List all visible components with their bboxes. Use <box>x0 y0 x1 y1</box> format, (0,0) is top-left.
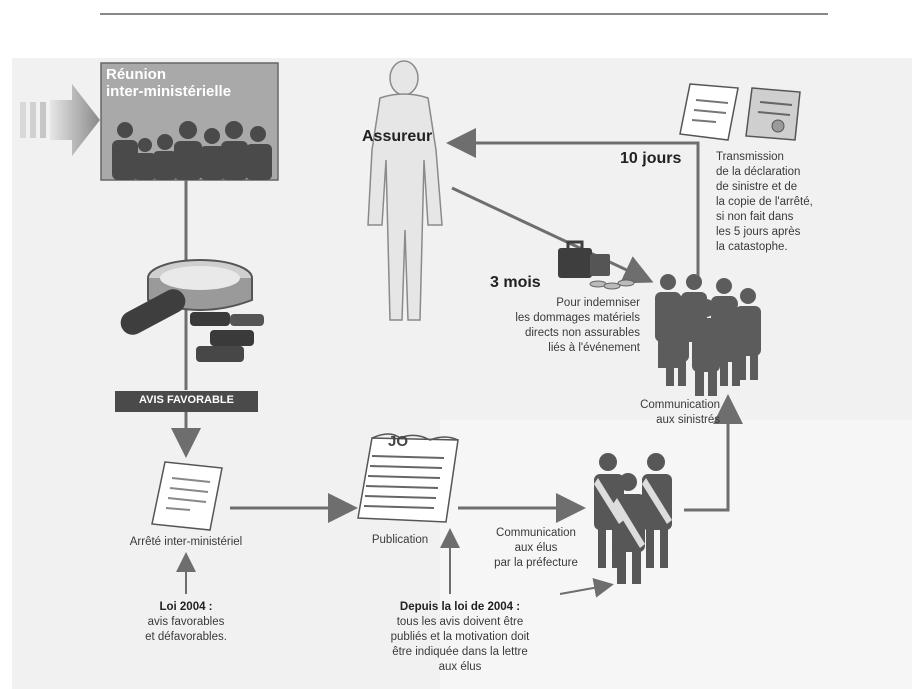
depuis-loi-line: être indiquée dans la lettre <box>392 646 528 658</box>
arrete-document-icon <box>151 461 223 531</box>
indemnify-line: les dommages matériels <box>515 312 640 324</box>
comm-elus-label: Communication aux élus par la préfecture <box>466 526 606 571</box>
comm-sinistres-line: aux sinistrés <box>656 414 720 426</box>
money-briefcase-icon <box>558 240 635 290</box>
avis-favorable-badge <box>115 391 258 412</box>
loi-2004-line: avis favorables <box>147 616 225 628</box>
indemnify-line: Pour indemniser <box>556 297 640 309</box>
assureur-silhouette-icon <box>367 60 443 321</box>
depuis-loi-note: Depuis la loi de 2004 : tous les avis do… <box>360 600 560 675</box>
comm-sinistres-label: Communication aux sinistrés <box>560 398 720 428</box>
transmission-line: si non fait dans <box>716 211 794 223</box>
declaration-documents-icon <box>679 83 801 141</box>
indemnify-line: liés à l'événement <box>548 342 640 354</box>
meeting-title-line2: inter-ministérielle <box>106 83 232 100</box>
arrete-label: Arrêté inter-ministériel <box>129 536 243 548</box>
comm-sinistres-line: Communication <box>640 399 720 411</box>
transmission-line: la copie de l'arrêté, <box>716 196 813 208</box>
publication-label: Publication <box>371 534 429 546</box>
depuis-loi-line: aux élus <box>438 661 482 673</box>
delay-3-mois: 3 mois <box>490 274 541 291</box>
avis-favorable-label: AVIS FAVORABLE <box>139 394 234 406</box>
assureur-label: Assureur <box>362 128 433 145</box>
comm-elus-line: aux élus <box>514 542 558 554</box>
transmission-line: de la déclaration <box>716 166 801 178</box>
comm-elus-line: par la préfecture <box>494 557 578 569</box>
indemnify-note: Pour indemniser les dommages matériels d… <box>440 296 640 356</box>
entry-arrow-icon <box>20 84 100 156</box>
elus-officials-icon <box>594 453 672 584</box>
depuis-loi-line: tous les avis doivent être <box>396 616 524 628</box>
loi-2004-line: et défavorables. <box>145 631 227 643</box>
comm-elus-line: Communication <box>496 527 576 539</box>
delay-10-jours: 10 jours <box>620 150 682 167</box>
review-stamp-icon <box>120 259 264 362</box>
transmission-line: la catastophe. <box>716 241 788 253</box>
depuis-loi-line: publiés et la motivation doit <box>390 631 530 643</box>
indemnify-line: directs non assurables <box>524 327 640 339</box>
journal-officiel-icon <box>357 433 459 523</box>
transmission-line: de sinistre et de <box>716 181 798 193</box>
sinistres-people-icon <box>655 274 761 396</box>
loi-2004-note: Loi 2004 : avis favorables et défavorabl… <box>106 600 266 645</box>
jo-label: JO <box>388 433 409 450</box>
transmission-line: les 5 jours après <box>716 226 801 238</box>
meeting-title-line1: Réunion <box>106 66 166 83</box>
meeting-people-icon <box>112 121 272 180</box>
depuis-loi-title: Depuis la loi de 2004 : <box>399 601 521 613</box>
transmission-line: Transmission <box>716 151 784 163</box>
loi-2004-title: Loi 2004 : <box>159 601 213 613</box>
meeting-title: Réunion inter-ministérielle <box>106 66 231 100</box>
transmission-note: Transmission de la déclaration de sinist… <box>716 150 866 255</box>
